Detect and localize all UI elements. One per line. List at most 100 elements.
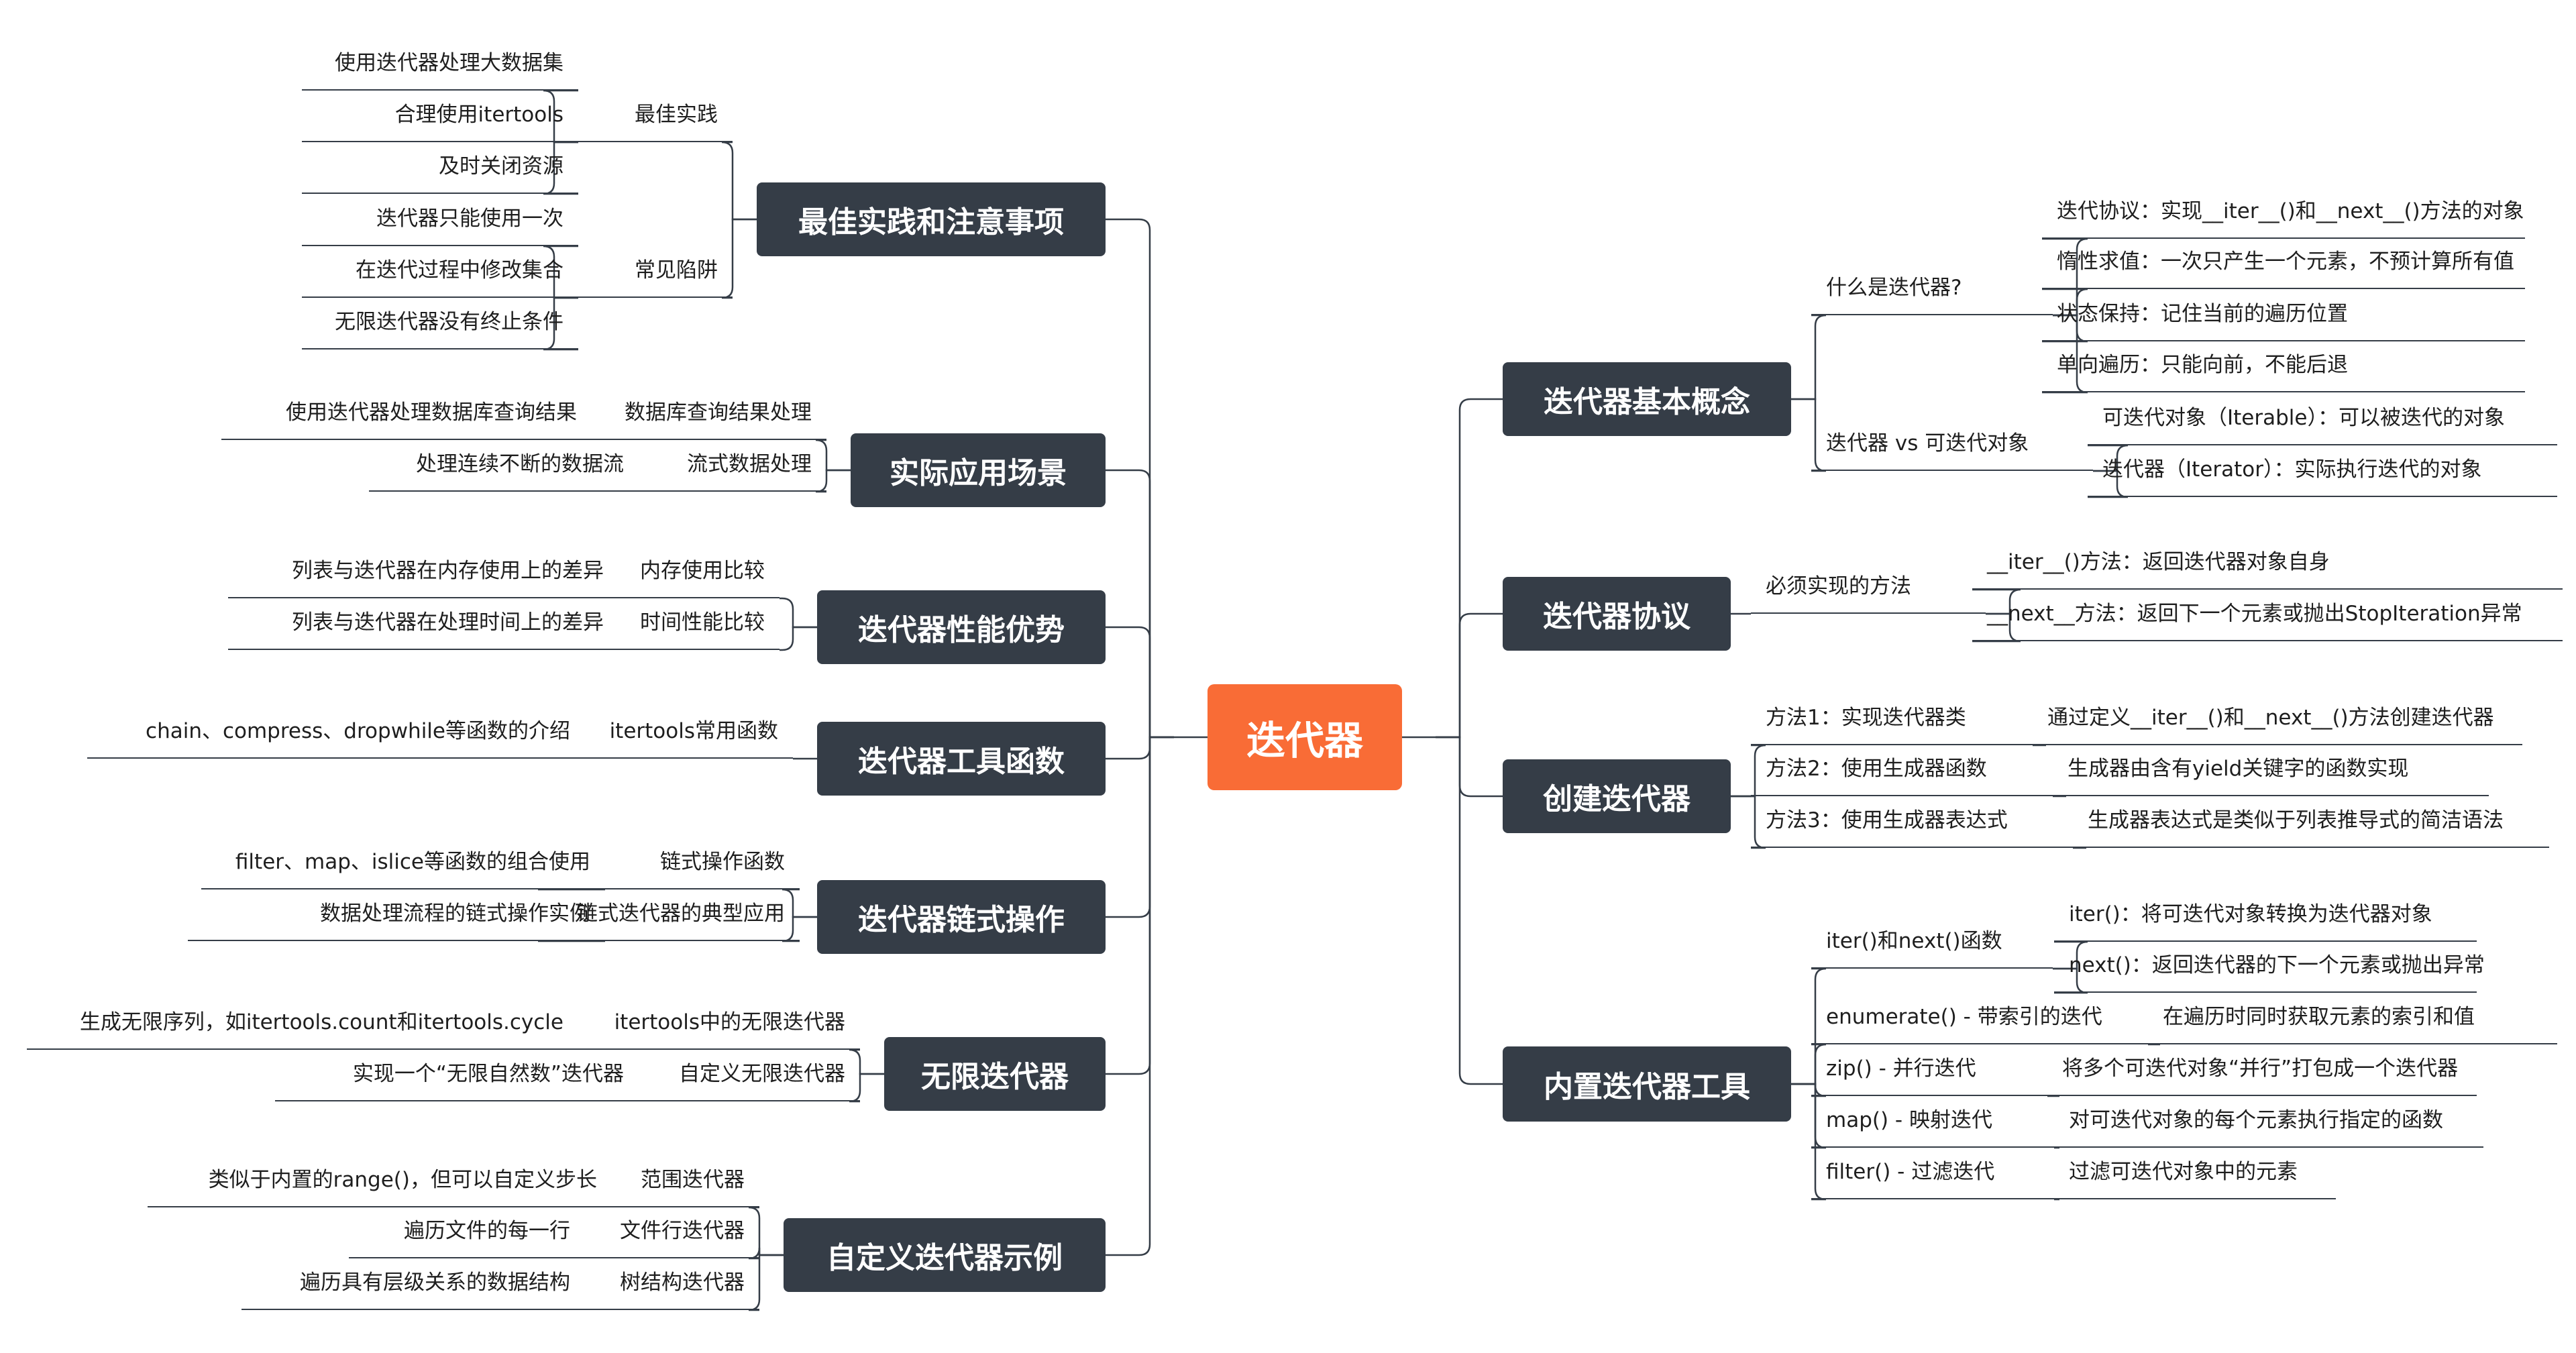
- leaf-topic[interactable]: 实现一个“无限自然数”迭代器: [275, 1048, 639, 1101]
- connector-main: [1436, 398, 1503, 739]
- leaf-topic[interactable]: iter()：将可迭代对象转换为迭代器对象: [2054, 888, 2477, 942]
- connector-subtopic: [849, 1048, 884, 1075]
- leaf-topic[interactable]: 生成器表达式是类似于列表推导式的简洁语法: [2073, 794, 2549, 848]
- leaf-topic[interactable]: 遍历具有层级关系的数据结构: [241, 1256, 585, 1310]
- connector-subtopic: [782, 888, 817, 918]
- leaf-topic[interactable]: chain、compress、dropwhile等函数的介绍: [87, 705, 585, 759]
- connector-main: [1436, 612, 1503, 739]
- subtopic[interactable]: 文件行迭代器: [585, 1205, 759, 1258]
- main-topic[interactable]: 迭代器性能优势: [817, 590, 1106, 664]
- connector-subtopic: [815, 439, 851, 472]
- leaf-topic[interactable]: 单向遍历：只能向前，不能后退: [2042, 339, 2525, 392]
- connector-main: [1106, 736, 1174, 918]
- leaf-topic[interactable]: 使用迭代器处理大数据集: [302, 37, 578, 91]
- connector-subtopic: [748, 1206, 784, 1256]
- connector-leaf: [2053, 940, 2088, 970]
- connector-main: [1106, 736, 1174, 1075]
- leaf-topic[interactable]: 在迭代过程中修改集合: [302, 244, 578, 298]
- connector-leaf: [2088, 444, 2129, 472]
- connector-subtopic: [1791, 1043, 1827, 1085]
- connector-main: [1106, 736, 1174, 760]
- leaf-topic[interactable]: 迭代器（Iterator）：实际执行迭代的对象: [2088, 443, 2557, 497]
- leaf-topic[interactable]: 列表与迭代器在内存使用上的差异: [228, 545, 619, 598]
- subtopic[interactable]: 方法2：使用生成器函数: [1751, 743, 2066, 796]
- leaf-topic[interactable]: 状态保持：记住当前的遍历位置: [2042, 288, 2525, 341]
- connector-subtopic: [1731, 744, 1766, 798]
- leaf-topic[interactable]: 迭代协议：实现__iter__()和__next__()方法的对象: [2042, 185, 2525, 239]
- subtopic[interactable]: filter() - 过滤迭代: [1811, 1146, 2059, 1199]
- leaf-topic[interactable]: 处理连续不断的数据流: [369, 438, 639, 492]
- leaf-topic[interactable]: 无限迭代器没有终止条件: [302, 296, 578, 349]
- leaf-topic[interactable]: 将多个可迭代对象“并行”打包成一个迭代器: [2047, 1042, 2477, 1096]
- connector-main: [1106, 218, 1174, 739]
- subtopic[interactable]: 方法1：实现迭代器类: [1751, 692, 2046, 745]
- subtopic[interactable]: itertools中的无限迭代器: [578, 996, 860, 1050]
- subtopic[interactable]: 数据库查询结果处理: [592, 386, 826, 440]
- leaf-topic[interactable]: 列表与迭代器在处理时间上的差异: [228, 596, 619, 650]
- leaf-topic[interactable]: 使用迭代器处理数据库查询结果: [221, 386, 592, 440]
- subtopic[interactable]: 内存使用比较: [619, 545, 780, 598]
- leaf-topic[interactable]: 可迭代对象（Iterable）：可以被迭代的对象: [2088, 392, 2557, 445]
- leaf-topic[interactable]: 类似于内置的range()，但可以自定义步长: [148, 1154, 612, 1207]
- leaf-topic[interactable]: 在遍历时同时获取元素的索引和值: [2148, 991, 2557, 1044]
- main-topic[interactable]: 内置迭代器工具: [1503, 1046, 1791, 1122]
- connector-subtopic: [1791, 967, 1827, 1085]
- leaf-topic[interactable]: 数据处理流程的链式操作实例: [188, 887, 605, 941]
- leaf-topic[interactable]: __next__方法：返回下一个元素或抛出StopIteration异常: [1972, 588, 2563, 641]
- connector-leaf: [543, 245, 578, 299]
- leaf-topic[interactable]: 过滤可迭代对象中的元素: [2054, 1146, 2336, 1199]
- main-topic[interactable]: 迭代器协议: [1503, 577, 1731, 651]
- main-topic[interactable]: 无限迭代器: [884, 1037, 1106, 1111]
- subtopic[interactable]: 树结构迭代器: [585, 1256, 759, 1310]
- main-topic[interactable]: 迭代器链式操作: [817, 880, 1106, 954]
- subtopic[interactable]: enumerate() - 带索引的迭代: [1811, 991, 2160, 1044]
- connector-subtopic: [780, 626, 817, 651]
- subtopic[interactable]: 时间性能比较: [619, 596, 780, 650]
- leaf-topic[interactable]: filter、map、islice等函数的组合使用: [201, 836, 605, 889]
- subtopic[interactable]: 自定义无限迭代器: [639, 1048, 860, 1101]
- connector-leaf: [2042, 237, 2088, 317]
- leaf-topic[interactable]: 迭代器只能使用一次: [302, 193, 578, 246]
- connector-main: [1436, 736, 1503, 1085]
- root-topic[interactable]: 迭代器: [1208, 684, 1402, 790]
- connector-subtopic: [1791, 314, 1827, 400]
- main-topic[interactable]: 迭代器工具函数: [817, 722, 1106, 796]
- subtopic[interactable]: 常见陷阱: [578, 244, 733, 298]
- leaf-topic[interactable]: 生成无限序列，如itertools.count和itertools.cycle: [27, 996, 578, 1050]
- subtopic[interactable]: 必须实现的方法: [1751, 560, 1986, 614]
- connector-main: [1436, 736, 1503, 798]
- subtopic[interactable]: 范围迭代器: [612, 1154, 759, 1207]
- connector-main: [1106, 736, 1174, 1256]
- connector-leaf: [543, 89, 578, 144]
- subtopic[interactable]: 迭代器 vs 可迭代对象: [1811, 417, 2093, 471]
- subtopic[interactable]: 流式数据处理: [639, 438, 826, 492]
- main-topic[interactable]: 自定义迭代器示例: [784, 1218, 1106, 1292]
- subtopic[interactable]: itertools常用函数: [585, 705, 793, 759]
- subtopic[interactable]: map() - 映射迭代: [1811, 1094, 2059, 1148]
- subtopic[interactable]: 方法3：使用生成器表达式: [1751, 794, 2086, 848]
- leaf-topic[interactable]: 及时关闭资源: [302, 140, 578, 194]
- leaf-topic[interactable]: 遍历文件的每一行: [349, 1205, 585, 1258]
- connector-leaf: [2042, 288, 2088, 317]
- subtopic[interactable]: 链式操作函数: [538, 836, 800, 889]
- leaf-topic[interactable]: 生成器由含有yield关键字的函数实现: [2053, 743, 2489, 796]
- main-topic[interactable]: 实际应用场景: [851, 433, 1106, 507]
- main-topic[interactable]: 创建迭代器: [1503, 759, 1731, 833]
- leaf-topic[interactable]: next()：返回迭代器的下一个元素或抛出异常: [2054, 939, 2485, 993]
- subtopic[interactable]: zip() - 并行迭代: [1811, 1042, 2059, 1096]
- subtopic[interactable]: 什么是迭代器?: [1811, 262, 2053, 315]
- leaf-topic[interactable]: 惰性求值：一次只产生一个元素，不预计算所有值: [2042, 235, 2525, 289]
- connector-main: [1106, 469, 1174, 739]
- subtopic[interactable]: 链式迭代器的典型应用: [538, 887, 800, 941]
- leaf-topic[interactable]: 合理使用itertools: [302, 89, 578, 142]
- leaf-topic[interactable]: __iter__()方法：返回迭代器对象自身: [1972, 536, 2563, 590]
- main-topic[interactable]: 最佳实践和注意事项: [757, 182, 1106, 256]
- connector-main: [1106, 626, 1174, 739]
- leaf-topic[interactable]: 通过定义__iter__()和__next__()方法创建迭代器: [2033, 692, 2522, 745]
- leaf-topic[interactable]: 对可迭代对象的每个元素执行指定的函数: [2054, 1094, 2483, 1148]
- main-topic[interactable]: 迭代器基本概念: [1503, 362, 1791, 436]
- connector-leaf: [1972, 588, 2021, 615]
- subtopic[interactable]: 最佳实践: [578, 89, 733, 142]
- subtopic[interactable]: iter()和next()函数: [1811, 915, 2053, 969]
